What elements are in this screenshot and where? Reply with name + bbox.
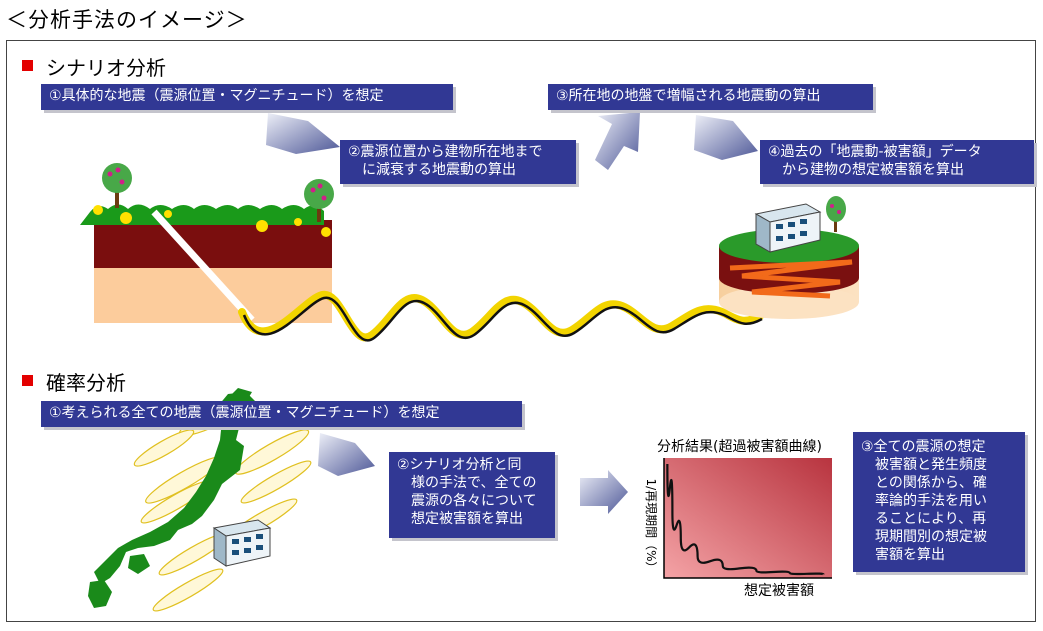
step-arrow-4 bbox=[318, 433, 375, 476]
exceedance-curve-line bbox=[666, 463, 825, 576]
scenario-step-1-box: ①具体的な地震（震源位置・マグニチュード）を想定 bbox=[41, 84, 453, 110]
scenario-step-2-line-2: に減衰する地震動の算出 bbox=[362, 162, 516, 178]
probabilistic-step-3-line-3: との関係から、確 bbox=[875, 475, 987, 491]
probabilistic-step-2-line-3: 震源の各々について bbox=[411, 493, 537, 509]
scenario-step-4-line-1: ④過去の「地震動-被害額」データ bbox=[768, 144, 982, 160]
scenario-step-2-box: ②震源位置から建物所在地まで に減衰する地震動の算出 bbox=[340, 140, 576, 184]
probabilistic-step-3-line-4: 率論的手法を用い bbox=[875, 493, 987, 509]
probabilistic-step-3-line-7: 害額を算出 bbox=[875, 547, 945, 563]
section-bullet bbox=[22, 60, 33, 71]
step-arrow-3 bbox=[694, 115, 758, 160]
tree-left-illustration bbox=[102, 163, 132, 208]
diagram-frame bbox=[6, 40, 1036, 622]
probabilistic-step-1-box: ①考えられる全ての地震（震源位置・マグニチュード）を想定 bbox=[41, 401, 522, 427]
scenario-step-2-line-1: ②震源位置から建物所在地まで bbox=[348, 144, 543, 160]
building-top-illustration bbox=[754, 203, 822, 253]
step-arrow-2 bbox=[595, 112, 640, 170]
scenario-section-title: シナリオ分析 bbox=[46, 56, 166, 80]
chart-plot-area bbox=[664, 458, 832, 578]
scenario-step-3-text: ③所在地の地盤で増幅される地震動の算出 bbox=[556, 88, 821, 104]
probabilistic-step-2-line-4: 想定被害額を算出 bbox=[411, 511, 523, 527]
probabilistic-step-3-line-1: ③全ての震源の想定 bbox=[861, 439, 986, 455]
scenario-step-4-box: ④過去の「地震動-被害額」データ から建物の想定被害額を算出 bbox=[760, 140, 1034, 184]
probabilistic-step-2-box: ②シナリオ分析と同 様の手法で、全ての 震源の各々について 想定被害額を算出 bbox=[389, 452, 555, 538]
scenario-step-1-text: ①具体的な地震（震源位置・マグニチュード）を想定 bbox=[49, 88, 384, 104]
step-arrow-1 bbox=[266, 113, 340, 154]
page-heading: ＜分析手法のイメージ＞ bbox=[6, 8, 248, 32]
tree-site-illustration bbox=[826, 196, 846, 232]
tree-right-illustration bbox=[304, 179, 334, 222]
probabilistic-section-title: 確率分析 bbox=[46, 371, 126, 395]
building-map-illustration bbox=[212, 519, 272, 567]
probabilistic-step-3-line-2: 被害額と発生頻度 bbox=[875, 457, 987, 473]
probabilistic-step-2-line-1: ②シナリオ分析と同 bbox=[397, 457, 522, 473]
scenario-step-3-box: ③所在地の地盤で増幅される地震動の算出 bbox=[548, 84, 873, 110]
probabilistic-step-3-box: ③全ての震源の想定 被害額と発生頻度 との関係から、確 率論的手法を用い ること… bbox=[853, 432, 1025, 572]
probabilistic-step-3-line-5: ることにより、再 bbox=[875, 511, 987, 527]
scenario-step-4-line-2: から建物の想定被害額を算出 bbox=[782, 162, 964, 178]
probabilistic-step-1-text: ①考えられる全ての地震（震源位置・マグニチュード）を想定 bbox=[49, 405, 440, 421]
section-bullet bbox=[22, 375, 33, 386]
chart-title: 分析結果(超過被害額曲線) bbox=[657, 439, 822, 455]
probabilistic-step-2-line-2: 様の手法で、全ての bbox=[411, 475, 537, 491]
chart-axes bbox=[663, 458, 832, 579]
step-arrow-5 bbox=[580, 470, 628, 514]
site-cylinder-illustration bbox=[719, 229, 859, 319]
probabilistic-step-3-line-6: 現期間別の想定被 bbox=[875, 529, 987, 545]
chart-xlabel: 想定被害額 bbox=[744, 583, 814, 599]
